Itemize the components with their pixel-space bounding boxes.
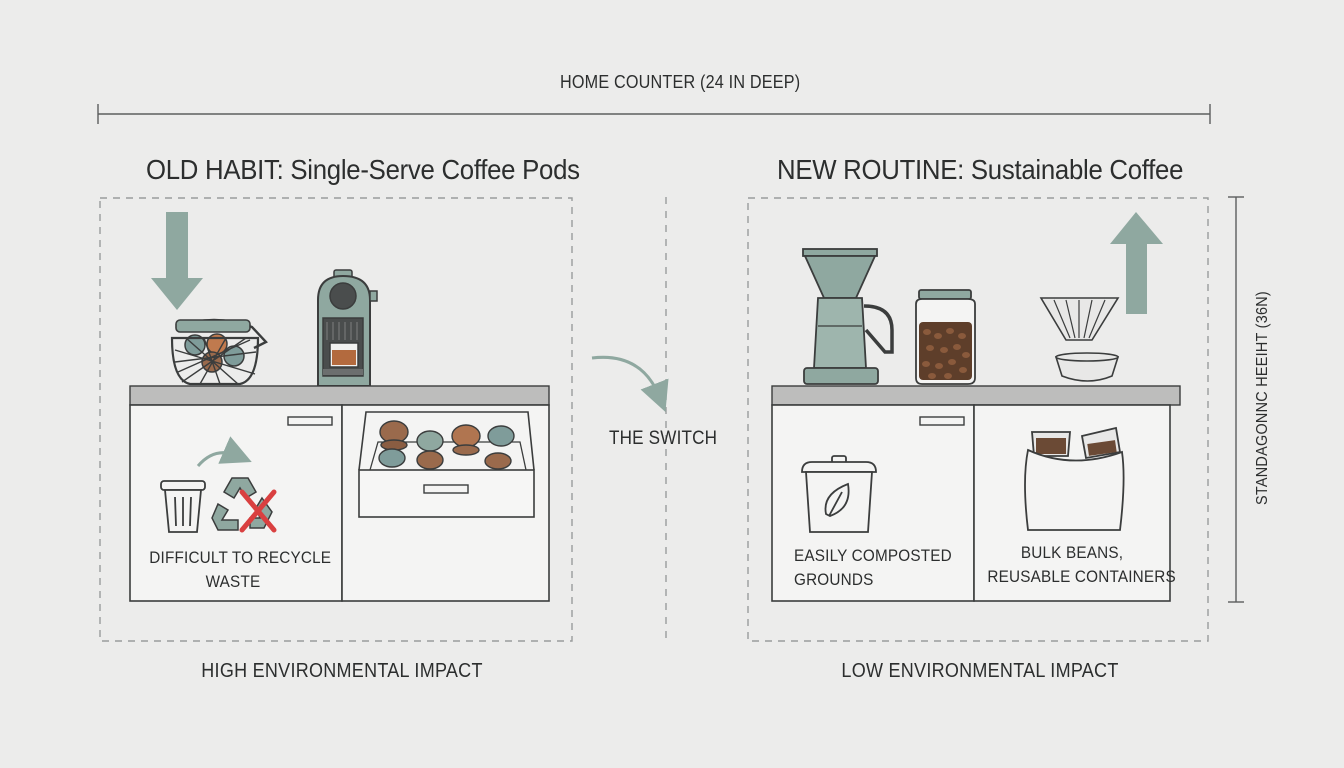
- up-arrow-icon: [1110, 212, 1163, 314]
- compost-label: EASILY COMPOSTED GROUNDS: [794, 544, 952, 592]
- pour-over-coffee-maker: [802, 248, 894, 385]
- low-impact-label: LOW ENVIRONMENTAL IMPACT: [841, 660, 1119, 682]
- down-arrow-icon: [151, 212, 203, 310]
- new-routine-title: NEW ROUTINE: Sustainable Coffee: [777, 154, 1184, 185]
- leaf-icon: [824, 482, 850, 517]
- trash-bin-icon: [160, 480, 206, 533]
- switch-label: THE SWITCH: [609, 428, 718, 449]
- bulk-label-line1: BULK BEANS,: [1020, 543, 1124, 562]
- waste-label-line2: WASTE: [205, 572, 261, 591]
- counter-depth-label: HOME COUNTER (24 IN DEEP): [560, 72, 801, 92]
- high-impact-label: HIGH ENVIRONMENTAL IMPACT: [201, 660, 483, 682]
- curved-arrow-icon: [196, 436, 252, 467]
- waste-label: DIFFICULT TO RECYCLE WASTE: [149, 546, 332, 594]
- old-habit-frame: [99, 197, 573, 642]
- counter-height-dimension-line: [1228, 196, 1244, 603]
- switch-arrow-icon: [591, 355, 669, 412]
- counter-height-label: STANDAGONNC HEEIHT (36N): [1254, 291, 1271, 505]
- red-x-icon: [239, 489, 277, 533]
- compost-bin: [801, 455, 877, 533]
- pod-coffee-machine: [317, 269, 378, 387]
- old-counter: [129, 385, 550, 602]
- new-routine-frame: [747, 197, 1209, 642]
- counter-depth-dimension-line: [97, 104, 1211, 124]
- waste-label-line1: DIFFICULT TO RECYCLE: [149, 548, 332, 567]
- bulk-bean-bag: [1024, 426, 1125, 531]
- compost-label-line2: GROUNDS: [794, 570, 874, 589]
- compost-label-line1: EASILY COMPOSTED: [794, 546, 952, 565]
- bulk-label-line2: REUSABLE CONTAINERS: [987, 567, 1176, 586]
- bulk-label: BULK BEANS, REUSABLE CONTAINERS: [987, 541, 1176, 589]
- coffee-beans: [922, 328, 970, 379]
- pod-basket: [170, 318, 268, 386]
- old-habit-title: OLD HABIT: Single-Serve Coffee Pods: [146, 154, 580, 185]
- reusable-filter-cone: [1039, 297, 1120, 382]
- pods-in-drawer: [378, 420, 515, 470]
